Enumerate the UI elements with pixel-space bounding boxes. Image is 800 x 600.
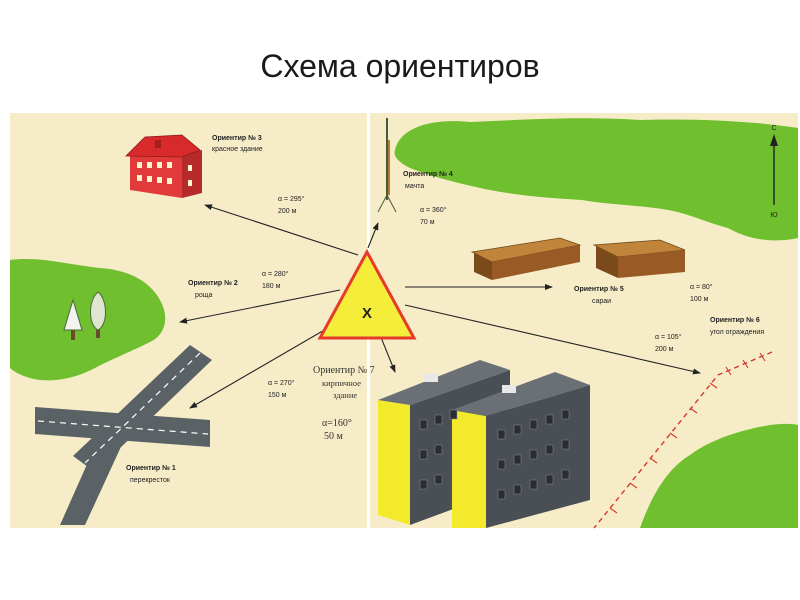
svg-text:α = 105°: α = 105° <box>655 333 682 341</box>
svg-text:перекресток: перекресток <box>130 477 171 484</box>
svg-text:Ориентир № 4: Ориентир № 4 <box>403 170 453 178</box>
svg-text:роща: роща <box>195 292 213 299</box>
svg-text:α = 280°: α = 280° <box>262 270 289 278</box>
svg-text:α=160°: α=160° <box>322 418 352 429</box>
compass-north-label: С <box>771 125 776 132</box>
svg-text:200 м: 200 м <box>655 346 674 353</box>
svg-text:Ориентир № 3: Ориентир № 3 <box>212 134 262 142</box>
svg-text:кирпичное: кирпичное <box>322 378 361 388</box>
svg-text:Ориентир № 2: Ориентир № 2 <box>188 279 238 287</box>
svg-text:сараи: сараи <box>592 298 611 305</box>
svg-text:α = 295°: α = 295° <box>278 195 305 203</box>
svg-text:Ориентир № 7: Ориентир № 7 <box>313 365 375 376</box>
center-mark: Х <box>362 305 372 322</box>
svg-text:Ориентир № 5: Ориентир № 5 <box>574 285 624 293</box>
svg-text:угол ограждения: угол ограждения <box>710 329 764 336</box>
svg-text:70 м: 70 м <box>420 219 435 226</box>
svg-text:мачта: мачта <box>405 183 424 190</box>
svg-text:200 м: 200 м <box>278 208 297 215</box>
compass-south-label: Ю <box>770 212 777 219</box>
svg-text:α = 360°: α = 360° <box>420 206 447 214</box>
svg-text:Ориентир № 1: Ориентир № 1 <box>126 464 176 472</box>
svg-text:100 м: 100 м <box>690 296 709 303</box>
svg-text:α = 270°: α = 270° <box>268 379 295 387</box>
svg-text:α = 80°: α = 80° <box>690 283 713 291</box>
svg-text:здание: здание <box>333 390 357 400</box>
svg-text:50 м: 50 м <box>324 431 344 442</box>
red-building-icon <box>126 135 202 198</box>
svg-text:красное здание: красное здание <box>212 146 263 153</box>
svg-text:180 м: 180 м <box>262 283 281 290</box>
svg-text:Ориентир № 6: Ориентир № 6 <box>710 316 760 324</box>
svg-text:150 м: 150 м <box>268 392 287 399</box>
